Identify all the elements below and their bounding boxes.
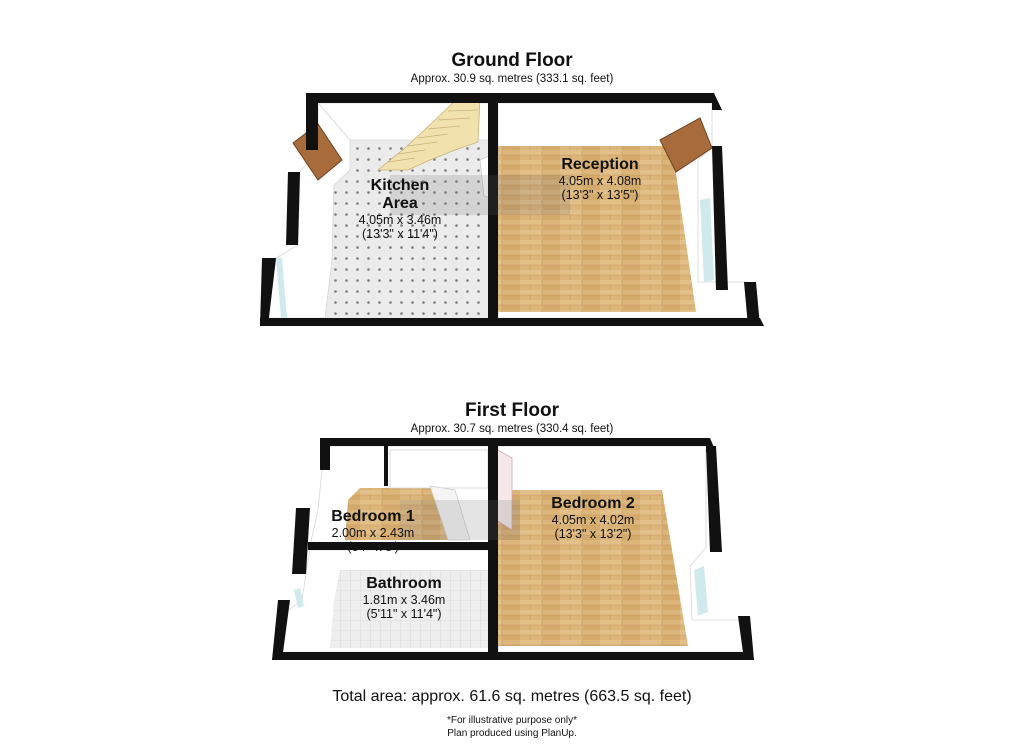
bedroom1-doorway	[429, 485, 471, 541]
reception-label: Reception 4.05m x 4.08m (13'3" x 13'5")	[530, 156, 670, 202]
kitchen-room	[267, 97, 491, 319]
bedroom2-window	[694, 566, 708, 616]
first-floor-area: Approx. 30.7 sq. metres (330.4 sq. feet)	[410, 423, 614, 435]
kitchen-name-line1: Kitchen	[370, 177, 430, 194]
ground-floor-walls	[260, 93, 764, 326]
bedroom1-room	[309, 445, 491, 547]
first-floor-walls	[272, 438, 754, 660]
reception-name: Reception	[561, 156, 639, 173]
reception-door	[659, 117, 713, 173]
bathroom-metric: 1.81m x 3.46m	[362, 592, 446, 607]
bedroom2-floor	[498, 490, 688, 646]
first-floor-plan	[272, 438, 754, 660]
kitchen-label: Kitchen Area 4.05m x 3.46m (13'3" x 11'4…	[330, 177, 470, 241]
kitchen-imperial: (13'3" x 11'4")	[362, 226, 438, 241]
bedroom2-room	[493, 445, 747, 653]
kitchen-floor	[325, 140, 490, 318]
first-floor-title: First Floor	[465, 400, 559, 421]
bedroom2-imperial: (13'3" x 13'2")	[554, 526, 632, 541]
bathroom-imperial: (5'11" x 11'4")	[366, 606, 442, 621]
ground-floor-plan	[260, 93, 764, 326]
bedroom2-name: Bedroom 2	[551, 495, 635, 512]
staircase	[376, 97, 481, 171]
bedroom1-label: Bedroom 1 2.00m x 2.43m (6'7" x 8')	[318, 508, 428, 554]
reception-metric: 4.05m x 4.08m	[558, 173, 642, 188]
bedroom1-name: Bedroom 1	[331, 508, 415, 525]
bathroom-room	[279, 549, 491, 653]
watermark-logo	[390, 175, 570, 540]
reception-window	[700, 198, 714, 282]
bedroom1-imperial: (6'7" x 8')	[347, 539, 399, 554]
disclaimer: *For illustrative purpose only*	[446, 715, 578, 726]
bedroom2-label: Bedroom 2 4.05m x 4.02m (13'3" x 13'2")	[528, 495, 658, 541]
bathroom-window	[294, 588, 304, 608]
bathroom-name: Bathroom	[366, 575, 442, 592]
plan-credit: Plan produced using PlanUp.	[447, 728, 577, 739]
bedroom1-wardrobe	[389, 449, 489, 489]
kitchen-name-line2: Area	[382, 194, 418, 212]
kitchen-window	[276, 258, 287, 318]
ground-floor-title: Ground Floor	[451, 50, 573, 71]
reception-imperial: (13'3" x 13'5")	[561, 187, 639, 202]
bathroom-floor	[330, 570, 490, 648]
total-area: Total area: approx. 61.6 sq. metres (663…	[332, 688, 692, 705]
bedroom1-floor	[345, 488, 448, 540]
bathroom-label: Bathroom 1.81m x 3.46m (5'11" x 11'4")	[342, 575, 466, 621]
reception-floor	[498, 146, 696, 312]
bedroom1-metric: 2.00m x 2.43m	[331, 525, 415, 540]
bedroom2-metric: 4.05m x 4.02m	[551, 512, 635, 527]
wardrobe-wall	[384, 446, 388, 486]
ground-floor-area: Approx. 30.9 sq. metres (333.1 sq. feet)	[410, 73, 614, 85]
kitchen-metric: 4.05m x 3.46m	[358, 212, 442, 227]
